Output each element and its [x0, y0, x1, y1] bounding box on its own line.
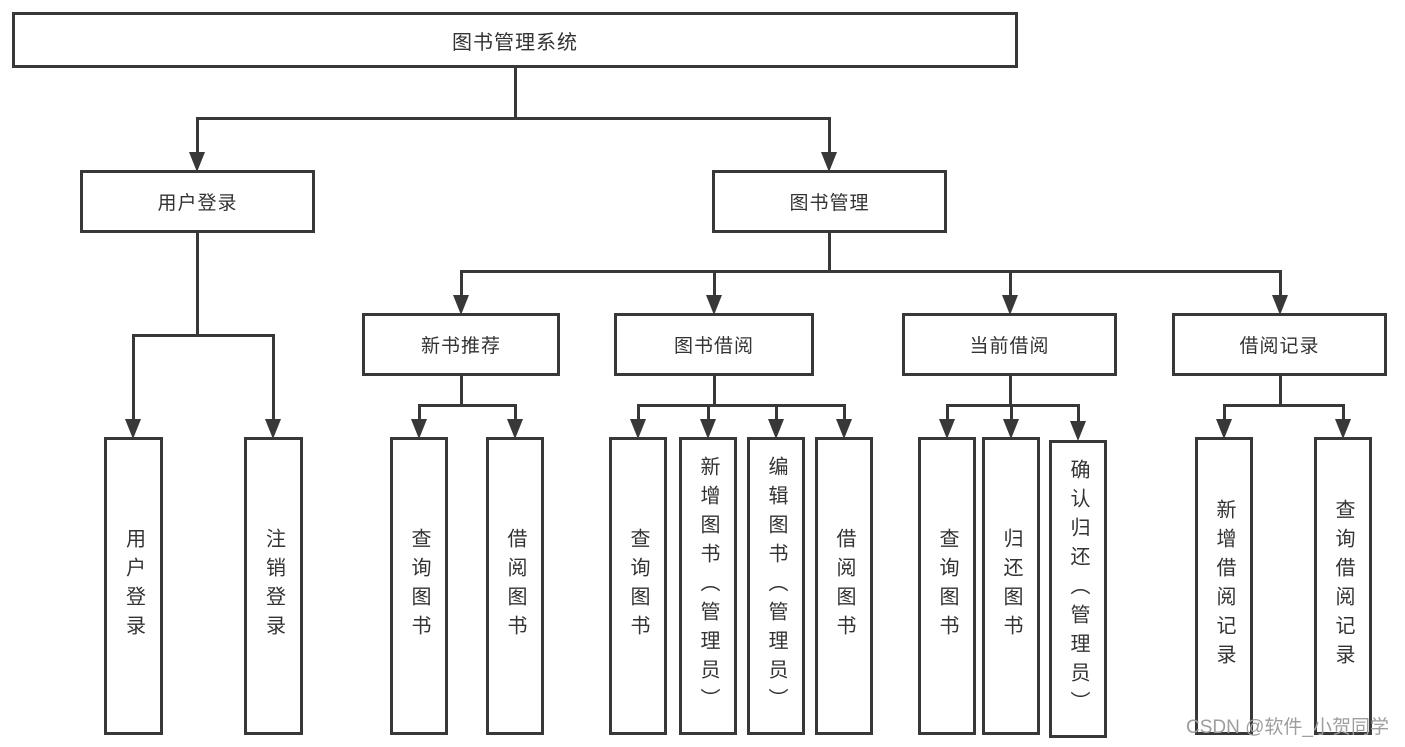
- connector-line: [827, 116, 831, 157]
- connector-line: [945, 404, 1080, 407]
- arrow-down-icon: [1002, 295, 1018, 315]
- connector-line: [827, 233, 831, 273]
- leaf-user-login-label: 用户登录: [122, 528, 145, 644]
- leaf-query-borrow-record: 查询借阅记录: [1314, 437, 1372, 735]
- connector-line: [459, 376, 463, 407]
- leaf-confirm-return-admin: 确认归还（管理员）: [1049, 440, 1107, 738]
- arrow-down-icon: [507, 419, 523, 439]
- csdn-watermark: CSDN @软件_小贺同学: [1186, 717, 1389, 738]
- leaf-add-books-admin-label: 新增图书（管理员）: [697, 455, 719, 717]
- connector-line: [712, 376, 716, 407]
- connector-line: [1278, 376, 1282, 407]
- node-current-borrowing: 当前借阅: [902, 313, 1117, 376]
- leaf-query-books-current: 查询图书: [918, 437, 976, 735]
- leaf-borrow-books-newrec-label: 借阅图书: [504, 528, 526, 644]
- leaf-add-borrow-record-label: 新增借阅记录: [1213, 499, 1235, 673]
- connector-line: [459, 270, 463, 298]
- leaf-confirm-return-admin-label: 确认归还（管理员）: [1067, 458, 1089, 720]
- arrow-down-icon: [1003, 419, 1019, 439]
- leaf-user-login: 用户登录: [104, 437, 163, 735]
- connector-line: [1222, 404, 1226, 422]
- connector-line: [842, 404, 846, 422]
- connector-line: [417, 404, 517, 407]
- node-new-book-recommend: 新书推荐: [362, 313, 560, 376]
- node-current-borrowing-label: 当前借阅: [969, 336, 1050, 357]
- arrow-down-icon: [821, 152, 837, 172]
- connector-line: [636, 404, 640, 422]
- leaf-query-books-current-label: 查询图书: [936, 528, 958, 644]
- connector-line: [513, 404, 517, 422]
- leaf-query-borrow-record-label: 查询借阅记录: [1332, 499, 1354, 673]
- node-user-login-label: 用户登录: [157, 193, 238, 214]
- arrow-down-icon: [1335, 419, 1351, 439]
- node-book-management: 图书管理: [712, 170, 947, 233]
- arrow-down-icon: [125, 419, 141, 439]
- node-new-book-recommend-label: 新书推荐: [420, 336, 501, 357]
- arrow-down-icon: [1070, 421, 1086, 441]
- arrow-down-icon: [1272, 295, 1288, 315]
- leaf-borrow-books-newrec: 借阅图书: [486, 437, 544, 735]
- connector-line: [1076, 404, 1080, 422]
- leaf-borrow-books-label: 借阅图书: [833, 528, 855, 644]
- arrow-down-icon: [836, 419, 852, 439]
- node-book-borrowing: 图书借阅: [614, 313, 814, 376]
- node-book-management-label: 图书管理: [789, 193, 870, 214]
- node-borrowing-records: 借阅记录: [1172, 313, 1387, 376]
- arrow-down-icon: [453, 295, 469, 315]
- node-library-system: 图书管理系统: [12, 12, 1018, 68]
- leaf-logout-label: 注销登录: [262, 528, 285, 644]
- connector-line: [636, 404, 846, 407]
- leaf-query-books-newrec-label: 查询图书: [408, 528, 430, 644]
- leaf-add-borrow-record: 新增借阅记录: [1195, 437, 1253, 735]
- connector-line: [1008, 376, 1012, 407]
- connector-line: [131, 333, 135, 424]
- arrow-down-icon: [939, 419, 955, 439]
- leaf-return-books-label: 归还图书: [1000, 528, 1022, 644]
- arrow-down-icon: [411, 419, 427, 439]
- connector-line: [1008, 270, 1012, 298]
- leaf-add-books-admin: 新增图书（管理员）: [679, 437, 737, 735]
- connector-line: [1278, 270, 1282, 298]
- node-borrowing-records-label: 借阅记录: [1239, 336, 1320, 357]
- leaf-query-books-borrow: 查询图书: [609, 437, 667, 735]
- arrow-down-icon: [768, 419, 784, 439]
- connector-line: [712, 270, 716, 298]
- connector-line: [131, 333, 275, 337]
- arrow-down-icon: [630, 419, 646, 439]
- connector-line: [195, 116, 831, 120]
- connector-line: [1009, 404, 1013, 422]
- connector-line: [1341, 404, 1345, 422]
- arrow-down-icon: [189, 152, 205, 172]
- leaf-query-books-borrow-label: 查询图书: [627, 528, 649, 644]
- leaf-borrow-books: 借阅图书: [815, 437, 873, 735]
- arrow-down-icon: [700, 419, 716, 439]
- arrow-down-icon: [706, 295, 722, 315]
- leaf-edit-books-admin-label: 编辑图书（管理员）: [765, 455, 787, 717]
- connector-line: [417, 404, 421, 422]
- arrow-down-icon: [1216, 419, 1232, 439]
- connector-line: [1222, 404, 1345, 407]
- node-book-borrowing-label: 图书借阅: [673, 336, 754, 357]
- leaf-logout: 注销登录: [244, 437, 303, 735]
- connector-line: [774, 404, 778, 422]
- connector-line: [195, 233, 199, 335]
- leaf-query-books-newrec: 查询图书: [390, 437, 448, 735]
- connector-line: [513, 68, 517, 118]
- leaf-edit-books-admin: 编辑图书（管理员）: [747, 437, 805, 735]
- leaf-return-books: 归还图书: [982, 437, 1040, 735]
- connector-line: [459, 270, 1282, 273]
- node-user-login: 用户登录: [80, 170, 315, 233]
- connector-line: [706, 404, 710, 422]
- arrow-down-icon: [265, 419, 281, 439]
- node-library-system-label: 图书管理系统: [452, 31, 578, 54]
- connector-line: [945, 404, 949, 422]
- connector-line: [195, 116, 199, 157]
- connector-line: [271, 333, 275, 424]
